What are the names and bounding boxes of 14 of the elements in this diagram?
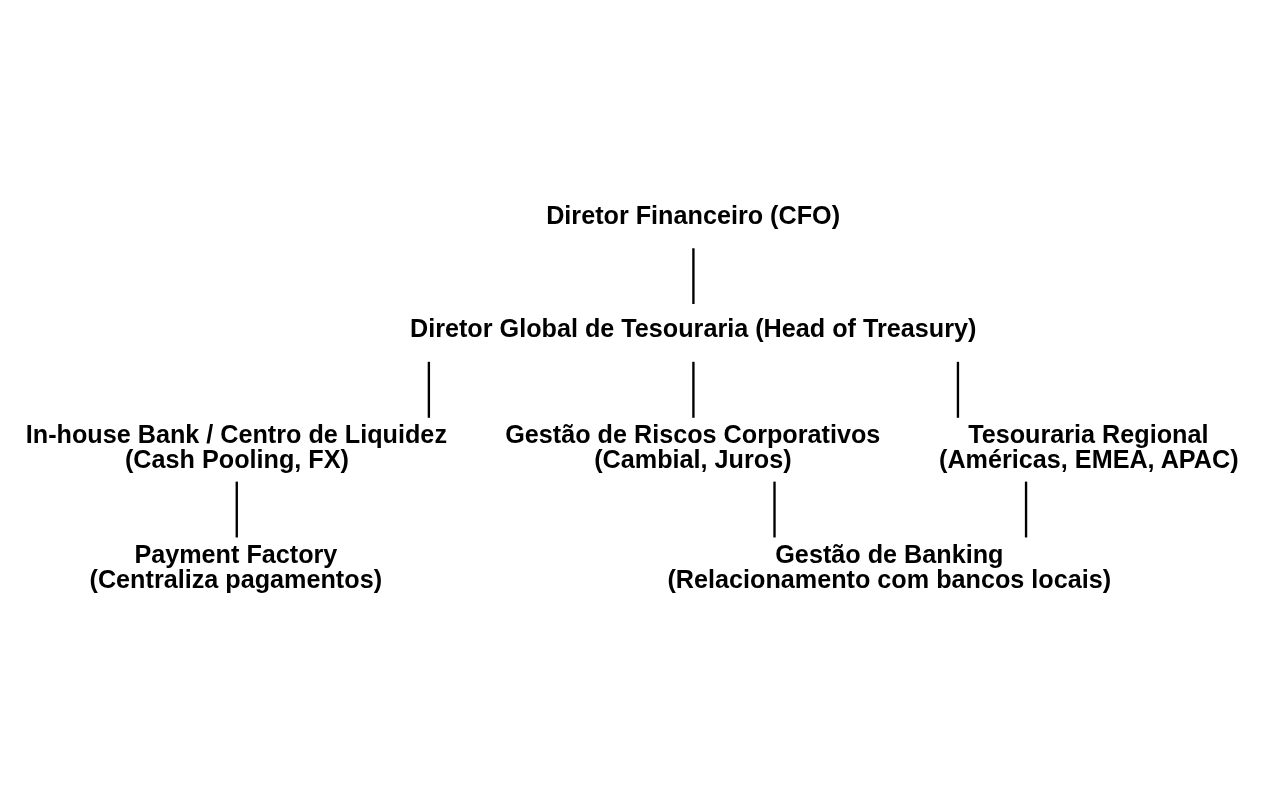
node-text: Diretor Global de Tesouraria (Head of Treasury) <box>409 314 977 343</box>
node-text: Payment Factory (Centraliza pagamentos) <box>89 539 383 593</box>
connector <box>692 361 695 418</box>
connector <box>956 361 960 418</box>
node-text: In-house Bank / Centro de Liquidez (Cash Pooling, FX) <box>25 419 447 474</box>
connector <box>773 481 776 538</box>
node-text: Gestão de Riscos Corporativos (Cambial, Juros) <box>505 419 881 474</box>
connector <box>1024 481 1028 538</box>
node-text: Gestão de Banking (Relacionamento com bancos locais) <box>667 539 1112 593</box>
connector <box>427 361 431 418</box>
connector <box>235 481 238 538</box>
node-text: Tesouraria Regional (Américas, EMEA, APAC) <box>939 419 1239 474</box>
node-text: Diretor Financeiro (CFO) <box>546 201 841 230</box>
connector <box>692 248 695 305</box>
